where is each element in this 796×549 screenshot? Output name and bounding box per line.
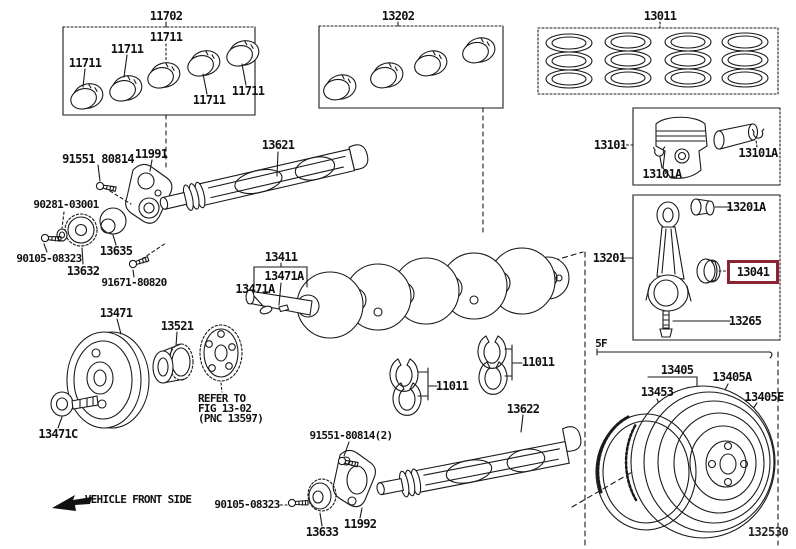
part-label-13635[interactable]: 13635 — [99, 244, 133, 258]
balance-shaft-front-drawing — [157, 143, 370, 217]
part-label-13405A[interactable]: 13405A — [712, 370, 752, 384]
refer-note: REFER TO FIG 13-02 (PNC 13597) — [198, 392, 264, 425]
piston-ring-box-drawing — [538, 22, 778, 94]
part-label-13101[interactable]: 13101 — [593, 138, 627, 152]
balance-shaft-rear-drawing — [372, 425, 585, 502]
part-label-11011[interactable]: 11011 — [435, 379, 469, 393]
figure-code: 132530 — [747, 525, 789, 539]
part-label-91551-80814-2[interactable]: 91551-80814(2) — [309, 429, 394, 442]
part-label-11011[interactable]: 11011 — [521, 355, 555, 369]
front-direction-arrow — [52, 495, 92, 511]
refer-note-line1: REFER TO — [198, 392, 246, 405]
part-label-13011[interactable]: 13011 — [643, 9, 677, 23]
part-label-13521[interactable]: 13521 — [160, 319, 194, 333]
part-label-11711[interactable]: 11711 — [149, 30, 183, 44]
part-label-13405E[interactable]: 13405E — [744, 390, 784, 404]
front-bracket-drawing — [40, 160, 172, 277]
part-label-13405[interactable]: 13405 — [660, 363, 694, 377]
part-label-13265[interactable]: 13265 — [728, 314, 762, 328]
part-label-13202[interactable]: 13202 — [381, 9, 415, 23]
part-label-11711[interactable]: 11711 — [231, 84, 265, 98]
vehicle-front-note: VEHICLE FRONT SIDE — [84, 493, 192, 506]
part-label-13201A[interactable]: 13201A — [726, 200, 766, 214]
part-label-13632[interactable]: 13632 — [66, 264, 100, 278]
part-label-13201[interactable]: 13201 — [592, 251, 626, 265]
connecting-rod-box-drawing — [622, 195, 780, 340]
part-label-90281-03001[interactable]: 90281-03001 — [33, 198, 99, 211]
part-label-13622[interactable]: 13622 — [506, 402, 540, 416]
part-highlight-box[interactable]: 13041 — [727, 260, 779, 284]
selected-part-label-13041: 13041 — [736, 265, 770, 279]
part-label-91671-80820[interactable]: 91671-80820 — [101, 276, 167, 289]
part-label-11702[interactable]: 11702 — [149, 9, 183, 23]
piston-box-drawing — [622, 108, 780, 185]
part-label-13453[interactable]: 13453 — [640, 385, 674, 399]
part-label-90105-08323[interactable]: 90105-08323 — [214, 498, 280, 511]
part-label-11992[interactable]: 11992 — [343, 517, 377, 531]
crank-gear-drawing — [153, 332, 193, 383]
part-label-11991[interactable]: 11991 — [134, 147, 168, 161]
refer-note-line2: FIG 13-02 — [198, 402, 252, 415]
part-label-13101A[interactable]: 13101A — [738, 146, 778, 160]
part-label-13621[interactable]: 13621 — [261, 138, 295, 152]
part-label-13471C[interactable]: 13471C — [38, 427, 78, 441]
rear-bracket-drawing — [280, 442, 375, 526]
rod-bearing-box-drawing — [319, 22, 503, 232]
part-label-11711[interactable]: 11711 — [68, 56, 102, 70]
refer-note-line3: (PNC 13597) — [198, 412, 264, 425]
part-label-11711[interactable]: 11711 — [110, 42, 144, 56]
timing-sprocket-drawing — [200, 325, 242, 392]
part-label-13471A[interactable]: 13471A — [235, 282, 275, 296]
part-label-13101A[interactable]: 13101A — [642, 167, 682, 181]
part-label-11711[interactable]: 11711 — [192, 93, 226, 107]
crankshaft-drawing — [246, 248, 569, 338]
part-label-13411[interactable]: 13411 — [264, 250, 298, 264]
flywheel-section-drawing — [572, 349, 775, 538]
part-label-13471A[interactable]: 13471A — [264, 269, 304, 283]
transmission-type-label: 5F — [595, 337, 608, 350]
part-label-13471[interactable]: 13471 — [99, 306, 133, 320]
crankshaft-label-bracket — [254, 263, 307, 315]
main-bearing-box-drawing — [63, 22, 263, 168]
thrust-washer-drawings — [389, 335, 522, 416]
crank-pulley-drawing — [51, 319, 149, 428]
part-label-91551-80814[interactable]: 91551 80814 — [62, 152, 134, 166]
part-label-90105-08323[interactable]: 90105-08323 — [16, 252, 82, 265]
part-label-13633[interactable]: 13633 — [305, 525, 339, 539]
